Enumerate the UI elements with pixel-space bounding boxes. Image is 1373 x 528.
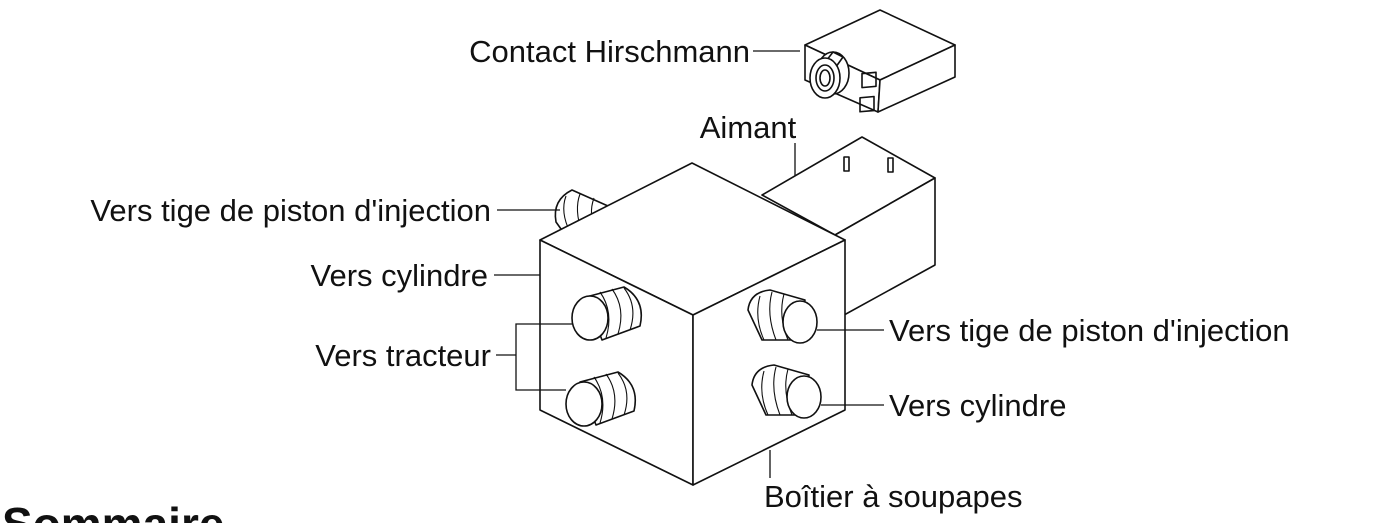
port-right-upper xyxy=(747,289,818,344)
magnet-terminals-icon xyxy=(843,71,894,173)
port-left-upper xyxy=(571,286,643,341)
section-heading-fragment: Sommaire xyxy=(2,498,224,523)
label-hirschmann: Contact Hirschmann xyxy=(469,34,750,69)
hirschmann-plug-icon xyxy=(809,51,850,99)
label-valve-box: Boîtier à soupapes xyxy=(764,479,1023,514)
label-right-cylinder: Vers cylindre xyxy=(889,388,1066,423)
label-left-cylinder: Vers cylindre xyxy=(311,258,488,293)
leader-tractor-bracket xyxy=(515,323,572,391)
label-right-piston: Vers tige de piston d'injection xyxy=(889,313,1290,348)
port-right-lower xyxy=(751,364,822,419)
hirschmann-connector xyxy=(804,9,956,113)
label-left-piston: Vers tige de piston d'injection xyxy=(90,193,491,228)
label-magnet: Aimant xyxy=(700,110,797,145)
label-tractor: Vers tracteur xyxy=(315,338,491,373)
leader-lines xyxy=(494,50,884,478)
port-left-lower xyxy=(565,371,637,427)
